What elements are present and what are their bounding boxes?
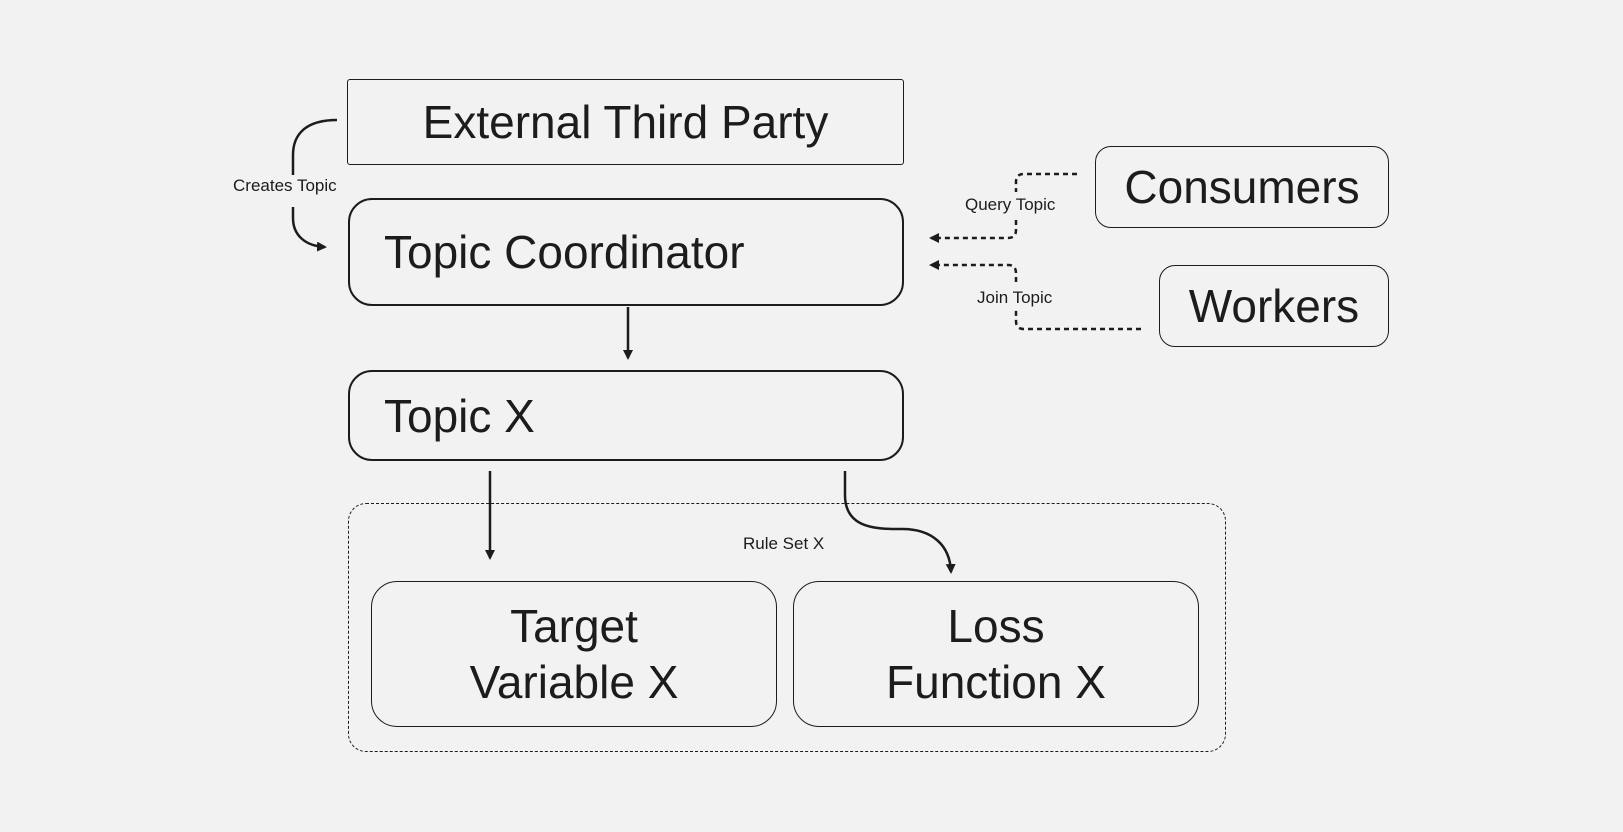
join-topic-connector [1014,310,1141,331]
topic-coordinator-label: Topic Coordinator [384,226,745,278]
target-variable-label-line-2: Variable X [469,656,679,708]
rule-set-label: Rule Set X [741,534,827,554]
workers-label: Workers [1188,280,1360,332]
loss-function-label-line-2: Function X [886,656,1106,708]
topic-x-node[interactable]: Topic X [348,370,904,461]
rule-set-group [348,503,1226,752]
topic-coordinator-node[interactable]: Topic Coordinator [348,198,904,306]
creates-topic-connector [291,118,338,175]
query-topic-label: Query Topic [963,195,1058,215]
creates-topic-label: Creates Topic [231,176,339,196]
join-topic-label: Join Topic [975,288,1055,308]
topic-x-label: Topic X [384,389,535,442]
query-topic-arrow [929,220,1018,243]
loss-function-node[interactable]: Loss Function X [793,581,1199,727]
consumers-node[interactable]: Consumers [1095,146,1389,228]
creates-topic-arrow [291,207,327,252]
topic-to-loss-arrow [843,471,956,574]
query-topic-connector [1014,172,1077,192]
external-third-party-label: External Third Party [422,96,829,148]
target-variable-node[interactable]: Target Variable X [371,581,777,727]
loss-function-label-line-1: Loss [947,600,1045,652]
workers-node[interactable]: Workers [1159,265,1389,347]
target-variable-label-line-1: Target [510,600,638,652]
join-topic-arrow [929,260,1018,282]
external-third-party-node[interactable]: External Third Party [347,79,904,165]
consumers-label: Consumers [1124,161,1360,213]
